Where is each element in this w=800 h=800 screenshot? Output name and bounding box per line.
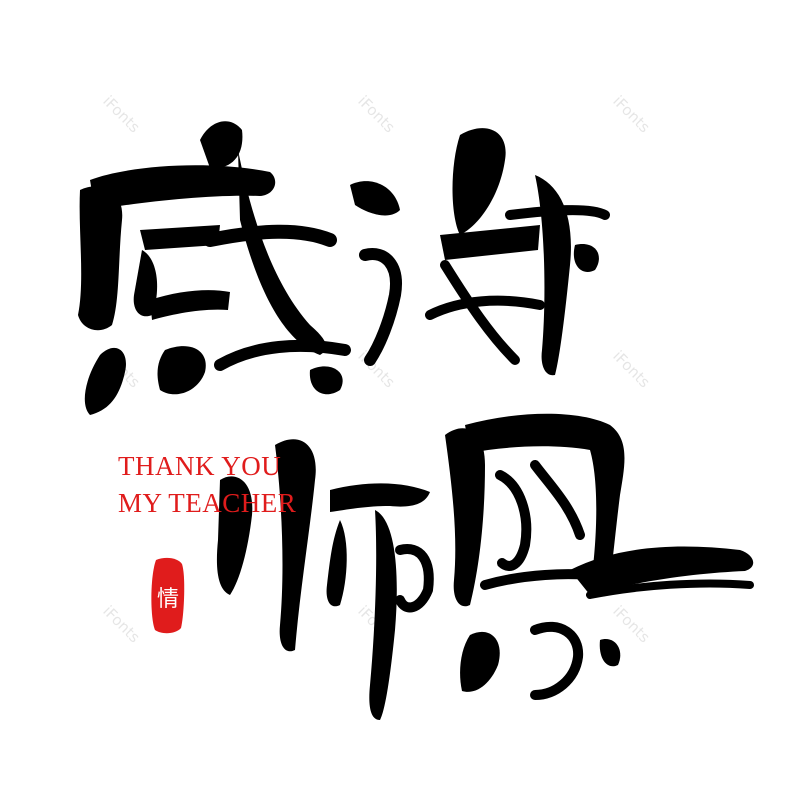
seal-character: 情 bbox=[157, 587, 179, 612]
brush-artwork-en bbox=[445, 413, 754, 700]
calligraphy-glyph-en bbox=[440, 395, 760, 725]
english-subtitle: THANK YOU MY TEACHER bbox=[118, 448, 296, 522]
watermark: iFonts bbox=[609, 92, 654, 137]
subtitle-line-1: THANK YOU bbox=[118, 451, 282, 481]
subtitle-line-2: MY TEACHER bbox=[118, 488, 297, 518]
calligraphy-glyph-shi bbox=[200, 420, 440, 730]
brush-artwork-gan bbox=[78, 121, 351, 415]
calligraphy-glyph-gan bbox=[70, 110, 370, 430]
brush-artwork-shi bbox=[216, 439, 434, 720]
brush-artwork-xie bbox=[350, 128, 610, 376]
watermark: iFonts bbox=[609, 347, 654, 392]
seal-artwork: 情 bbox=[151, 557, 185, 634]
red-seal-stamp: 情 bbox=[148, 556, 188, 636]
watermark: iFonts bbox=[99, 602, 144, 647]
calligraphy-glyph-xie bbox=[350, 115, 610, 395]
